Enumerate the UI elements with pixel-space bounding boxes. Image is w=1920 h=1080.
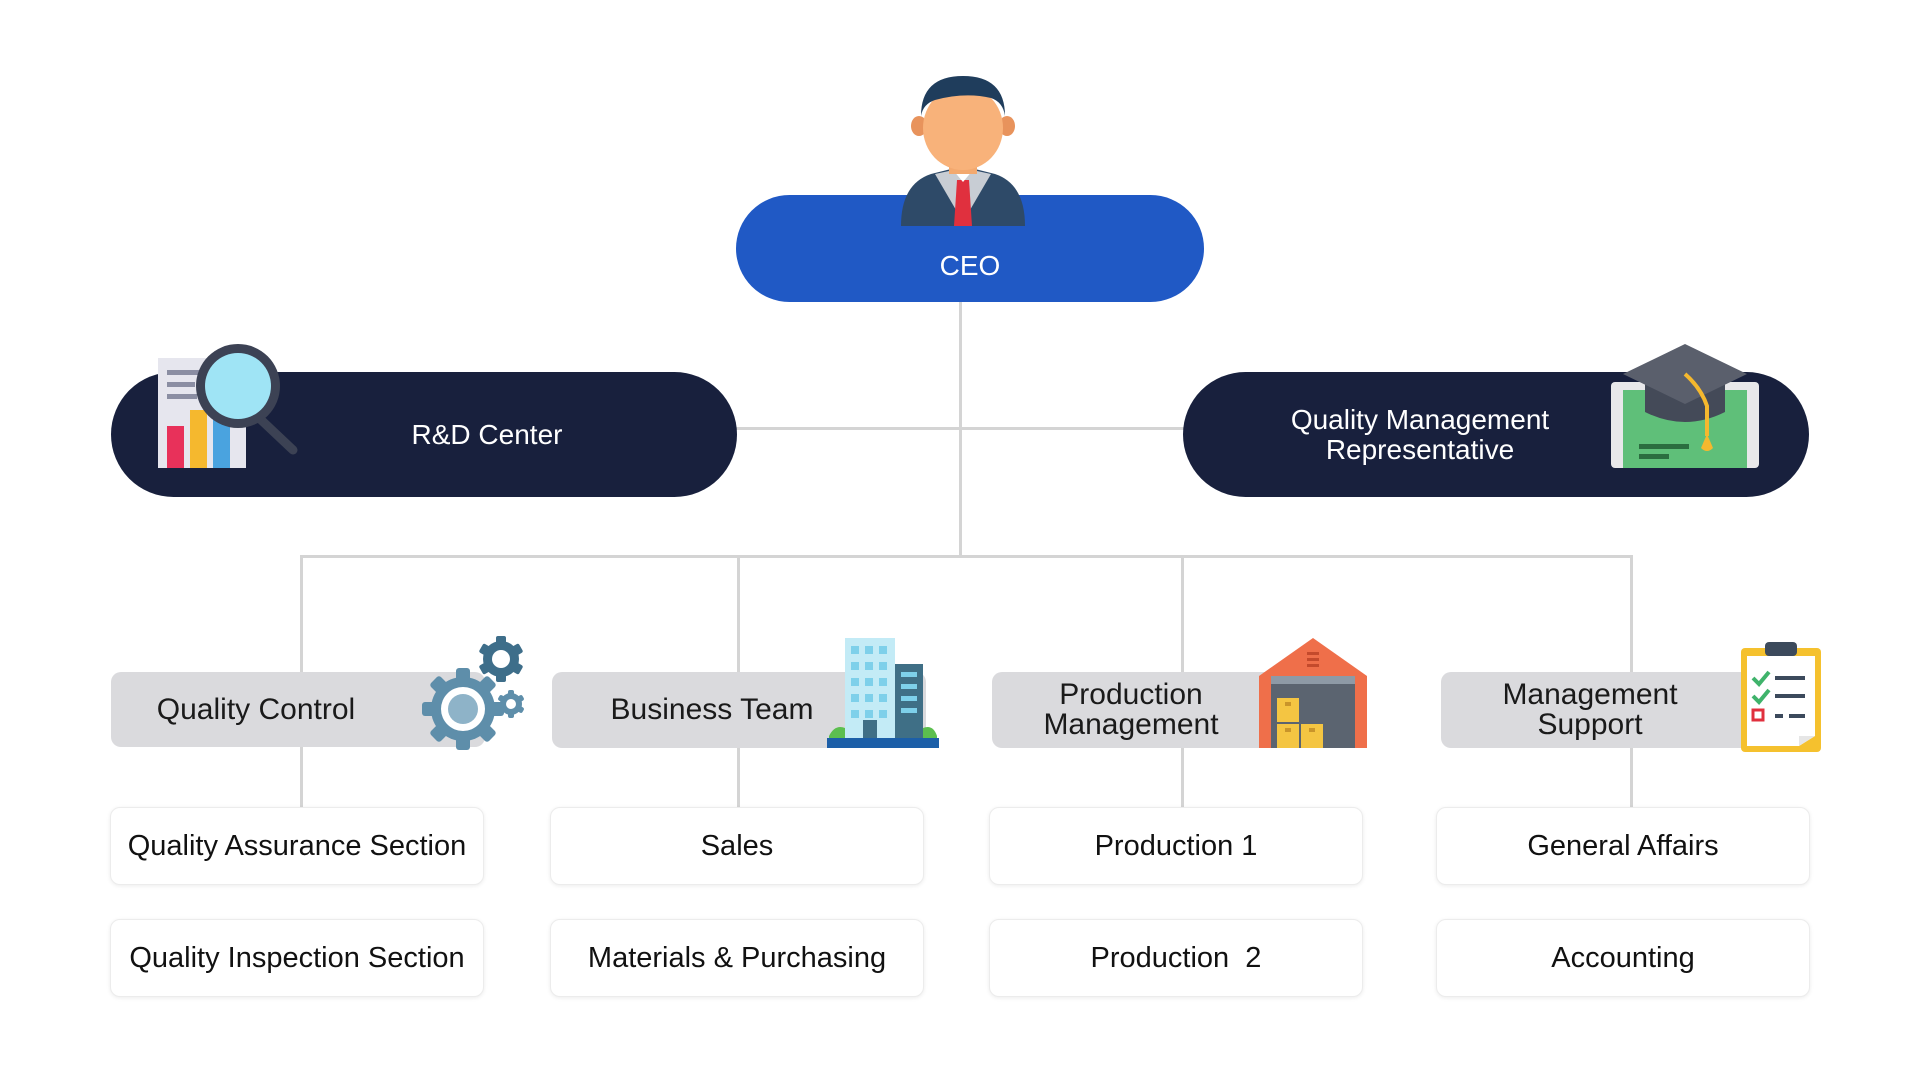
section-materials-purchasing: Materials & Purchasing [550, 919, 924, 997]
building-icon [827, 638, 939, 748]
dept-quality-control-label: Quality Control [156, 692, 356, 726]
qmr-label: Quality Management Representative [1290, 403, 1550, 465]
dept-business-team-label: Business Team [610, 693, 814, 726]
ceo-node: CEO [736, 195, 1204, 302]
ceo-label: CEO [939, 249, 1001, 281]
magnifier-chart-icon [158, 344, 298, 468]
section-quality-assurance: Quality Assurance Section [110, 807, 484, 885]
gears-icon [422, 636, 524, 750]
section-sales: Sales [550, 807, 924, 885]
businessman-icon [901, 76, 1025, 226]
dept-production-management-label: Production Management [1043, 678, 1219, 741]
connector-departments [300, 555, 1633, 558]
section-production-1: Production 1 [989, 807, 1363, 885]
dept-management-support-label: Management Support [1502, 678, 1678, 741]
dept-quality-control: Quality Control [111, 672, 485, 747]
connector-advisors [735, 427, 1185, 430]
clipboard-checklist-icon [1741, 642, 1821, 752]
graduation-cap-icon [1611, 344, 1759, 468]
section-accounting: Accounting [1436, 919, 1810, 997]
section-production-2: Production 2 [989, 919, 1363, 997]
section-quality-inspection: Quality Inspection Section [110, 919, 484, 997]
rd-center-label: R&D Center [411, 418, 563, 450]
section-general-affairs: General Affairs [1436, 807, 1810, 885]
warehouse-icon [1259, 638, 1367, 748]
